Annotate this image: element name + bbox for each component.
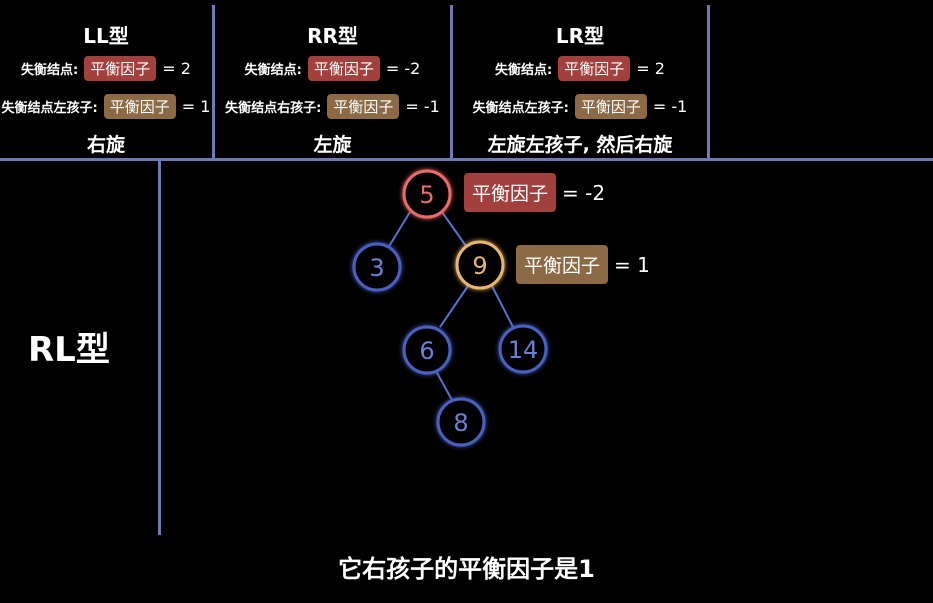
- svg-text:9: 9: [472, 252, 487, 280]
- node-6: 6: [402, 325, 452, 375]
- edge-9-6: [439, 285, 469, 328]
- row-label: 失衡结点:: [21, 63, 79, 78]
- balance-factor-tag: 平衡因子: [103, 94, 176, 119]
- balance-factor-tag: 平衡因子: [516, 245, 609, 284]
- edge-6-8: [435, 370, 453, 401]
- balance-factor-value: = -2: [385, 59, 421, 78]
- card-row-child: 失衡结点左孩子: 平衡因子 = -1: [453, 94, 707, 119]
- tree-nodes: 5 3 9 6 14 8: [352, 169, 548, 447]
- rotation-label: 右旋: [86, 134, 125, 156]
- edge-5-9: [441, 211, 467, 247]
- svg-text:5: 5: [419, 181, 434, 209]
- card-title: LR型: [555, 24, 605, 48]
- node-3: 3: [352, 242, 402, 292]
- balance-factor-value: = 2: [636, 59, 665, 78]
- node-5: 5: [402, 169, 452, 219]
- divider-2: [450, 5, 453, 160]
- card-rr: RR型 失衡结点: 平衡因子 = -2 失衡结点右孩子: 平衡因子 = -1 左…: [215, 12, 450, 157]
- card-row-unbalanced: 失衡结点: 平衡因子 = -2: [215, 56, 450, 81]
- row-label: 失衡结点左孩子:: [472, 101, 569, 116]
- balance-factor-value: = 2: [162, 59, 191, 78]
- row-label: 失衡结点:: [244, 63, 302, 78]
- card-row-child: 失衡结点右孩子: 平衡因子 = -1: [215, 94, 450, 119]
- edge-5-3: [387, 211, 411, 249]
- balance-factor-value: = -2: [562, 180, 606, 205]
- card-row-child: 失衡结点左孩子: 平衡因子 = 1: [0, 94, 212, 119]
- rotation-label: 左旋: [313, 134, 352, 156]
- balance-factor-tag: 平衡因子: [464, 173, 557, 212]
- svg-text:14: 14: [508, 336, 539, 364]
- rl-section-divider: [158, 160, 161, 535]
- row-label: 失衡结点左孩子:: [1, 101, 98, 116]
- card-ll: LL型 失衡结点: 平衡因子 = 2 失衡结点左孩子: 平衡因子 = 1 右旋: [0, 12, 212, 157]
- balance-factor-tag: 平衡因子: [327, 94, 400, 119]
- rl-type-title: RL型: [28, 330, 110, 370]
- tree-edges: [387, 211, 514, 401]
- balance-factor-tag: 平衡因子: [84, 56, 157, 81]
- divider-1: [212, 5, 215, 160]
- balance-factor-value: = -1: [652, 97, 688, 116]
- balance-factor-value: = -1: [405, 97, 440, 116]
- top-section-divider: [0, 158, 933, 161]
- balance-factor-value: = 1: [614, 252, 650, 277]
- edge-9-14: [491, 285, 514, 328]
- balance-factor-tag: 平衡因子: [558, 56, 631, 81]
- card-row-unbalanced: 失衡结点: 平衡因子 = 2: [453, 56, 707, 81]
- node-14: 14: [498, 324, 548, 374]
- child-balance-label: 平衡因子 = 1: [516, 245, 650, 284]
- balance-factor-tag: 平衡因子: [574, 94, 647, 119]
- root-balance-label: 平衡因子 = -2: [464, 173, 605, 212]
- node-9: 9: [455, 240, 505, 290]
- card-row-unbalanced: 失衡结点: 平衡因子 = 2: [0, 56, 212, 81]
- row-label: 失衡结点右孩子:: [225, 101, 322, 116]
- caption-subtitle: 它右孩子的平衡因子是1: [338, 555, 595, 583]
- balance-factor-tag: 平衡因子: [307, 56, 380, 81]
- card-title: LL型: [83, 24, 129, 48]
- divider-3: [707, 5, 710, 160]
- card-lr: LR型 失衡结点: 平衡因子 = 2 失衡结点左孩子: 平衡因子 = -1 左旋…: [453, 12, 707, 157]
- balance-factor-value: = 1: [181, 97, 211, 116]
- rotation-label: 左旋左孩子, 然后右旋: [487, 134, 673, 156]
- svg-text:3: 3: [369, 254, 384, 282]
- svg-text:8: 8: [453, 409, 468, 437]
- card-title: RR型: [307, 24, 358, 48]
- row-label: 失衡结点:: [495, 63, 553, 78]
- svg-text:6: 6: [419, 337, 434, 365]
- node-8: 8: [436, 397, 486, 447]
